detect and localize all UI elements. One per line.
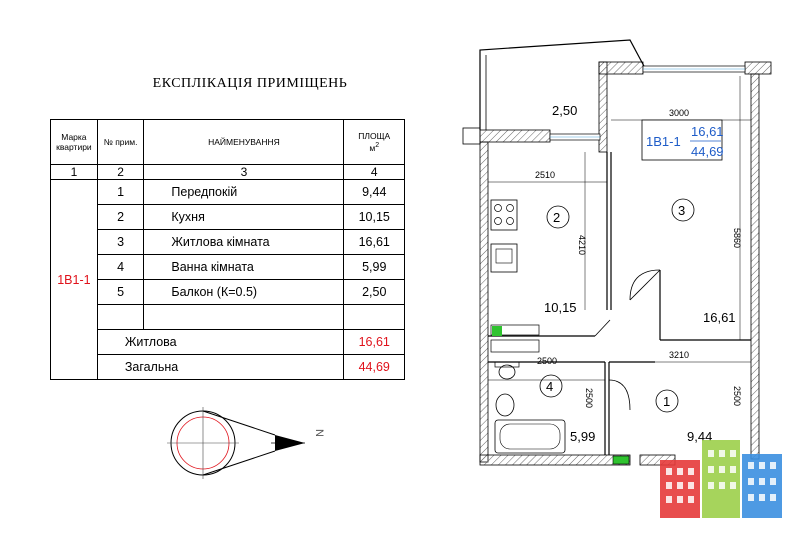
table-row: 5 Балкон (К=0.5) 2,50 <box>51 279 405 305</box>
room-number: 2 <box>96 204 145 230</box>
header-name: НАЙМЕНУВАННЯ <box>143 119 345 165</box>
badge-total-area: 44,69 <box>691 144 724 159</box>
room-name: Балкон (К=0.5) <box>143 279 345 305</box>
empty-cell <box>96 304 145 330</box>
stove-icon <box>490 199 518 231</box>
col-number: 3 <box>143 164 345 180</box>
bath-area: 5,99 <box>570 429 595 444</box>
header-row: Марка квартири № прим. НАЙМЕНУВАННЯ ПЛОЩ… <box>50 119 405 165</box>
room-number: 3 <box>96 229 145 255</box>
col-number: 2 <box>96 164 145 180</box>
room-number: 1 <box>96 179 145 205</box>
room-name: Житлова кімната <box>143 229 345 255</box>
north-letter: N <box>313 429 325 437</box>
dim-bath-width: 2500 <box>537 356 557 366</box>
hall-number: 1 <box>663 394 670 409</box>
living-value: 16,61 <box>343 329 405 355</box>
room-area: 5,99 <box>343 254 405 280</box>
total-value: 44,69 <box>343 354 405 380</box>
room-name: Ванна кімната <box>143 254 345 280</box>
bath-number: 4 <box>546 379 553 394</box>
col-number: 4 <box>343 164 405 180</box>
sink-icon <box>490 243 518 273</box>
windows <box>549 65 746 141</box>
kitchen-number: 2 <box>553 210 560 225</box>
empty-row <box>51 304 405 330</box>
compass-icon <box>167 407 305 479</box>
room-markers <box>539 198 695 413</box>
apartment-badge <box>641 119 723 161</box>
room-number: 4 <box>96 254 145 280</box>
header-mark: Марка квартири <box>50 119 98 165</box>
watermark-logo <box>660 440 782 518</box>
header-area-unit: м <box>369 142 376 153</box>
explication-table: Марка квартири № прим. НАЙМЕНУВАННЯ ПЛОЩ… <box>50 119 405 380</box>
table-row: 4 Ванна кімната 5,99 <box>51 254 405 280</box>
walls <box>462 61 772 466</box>
dim-room3-width: 3000 <box>669 108 689 118</box>
living-label: Житлова <box>96 329 345 355</box>
washbasin-icon <box>495 393 515 417</box>
room-area: 10,15 <box>343 204 405 230</box>
room-number: 5 <box>96 279 145 305</box>
room-name: Передпокій <box>143 179 345 205</box>
dim-kitchen-width: 2510 <box>535 170 555 180</box>
room-area: 16,61 <box>343 229 405 255</box>
room-area: 9,44 <box>343 179 405 205</box>
page-title: ЕКСПЛІКАЦІЯ ПРИМІЩЕНЬ <box>152 76 348 91</box>
dim-hall-width: 3210 <box>669 350 689 360</box>
table-row: 3 Житлова кімната 16,61 <box>51 229 405 255</box>
dim-bath-depth: 2500 <box>584 388 594 408</box>
room-name: Кухня <box>143 204 345 230</box>
room-area: 2,50 <box>343 279 405 305</box>
total-label: Загальна <box>96 354 345 380</box>
table-row: 2 Кухня 10,15 <box>51 204 405 230</box>
header-area-unit-sup: 2 <box>375 142 380 150</box>
empty-cell <box>343 304 405 330</box>
bathtub-icon <box>494 419 566 454</box>
doors <box>594 269 661 411</box>
dim-kitchen-depth: 4210 <box>577 235 587 255</box>
header-area-label: ПЛОЩА <box>358 131 391 142</box>
counters <box>490 324 540 353</box>
badge-living-area: 16,61 <box>691 124 724 139</box>
column-number-row: 1 2 3 4 <box>50 164 405 180</box>
north-arrow: N <box>167 407 325 479</box>
room3-area: 16,61 <box>703 310 736 325</box>
table-row: 1В1-1 1 Передпокій 9,44 <box>50 179 405 380</box>
toilet-icon <box>494 361 520 380</box>
dimension-lines <box>488 76 751 381</box>
balcony <box>479 39 646 130</box>
apartment-mark: 1В1-1 <box>50 179 98 380</box>
empty-cell <box>143 304 345 330</box>
room3-number: 3 <box>678 203 685 218</box>
kitchen-area: 10,15 <box>544 300 577 315</box>
dim-room3-depth: 5860 <box>732 228 742 248</box>
living-area-row: Житлова 16,61 <box>51 329 405 355</box>
header-num: № прим. <box>96 119 145 165</box>
badge-apartment-code: 1В1-1 <box>646 134 681 149</box>
header-area: ПЛОЩА м2 <box>343 119 405 165</box>
partitions <box>488 152 751 455</box>
meter-icon <box>612 455 630 465</box>
col-number: 1 <box>50 164 98 180</box>
balcony-area: 2,50 <box>552 103 577 118</box>
dim-hall-depth: 2500 <box>732 386 742 406</box>
floor-plan: 1В1-1 16,61 44,69 2 3 4 1 2,50 10,15 16,… <box>462 39 772 466</box>
total-area-row: Загальна 44,69 <box>51 354 405 380</box>
